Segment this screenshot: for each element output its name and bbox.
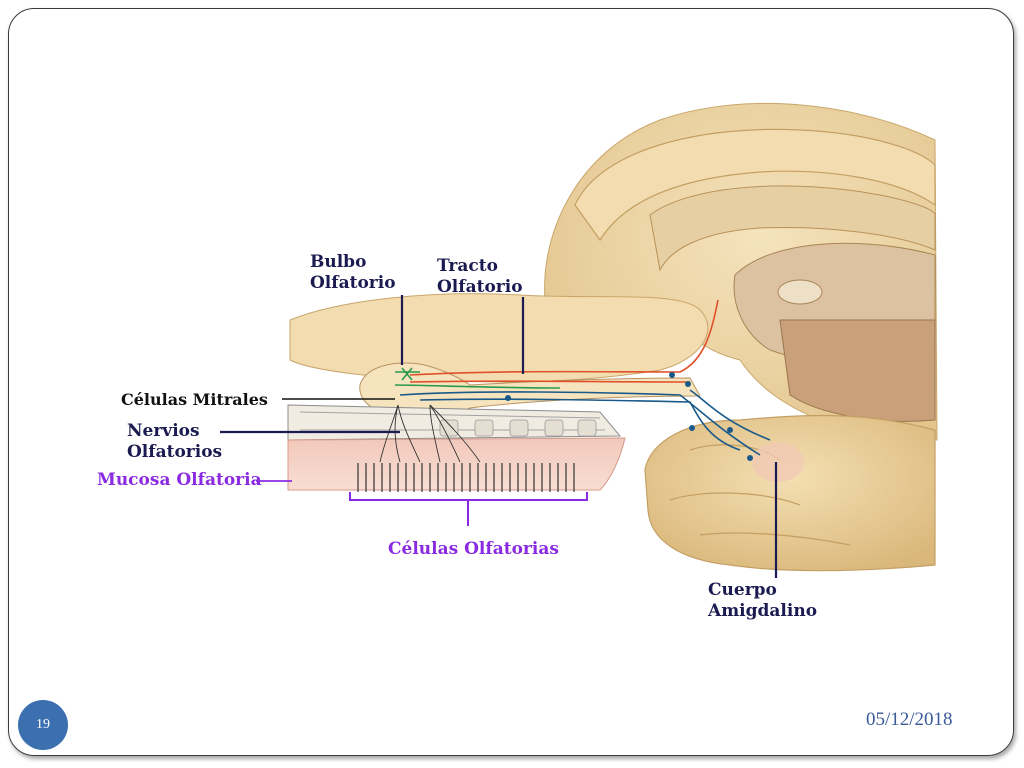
label-cuerpo-amigdalino: Cuerpo Amigdalino: [708, 580, 818, 621]
label-tracto-olfatorio: Tracto Olfatorio: [437, 256, 523, 297]
pathway-nodes: [505, 372, 753, 461]
label-nervios-olfatorios: Nervios Olfatorios: [127, 421, 223, 462]
leader-lines: [220, 295, 778, 578]
label-bulbo-olfatorio: Bulbo Olfatorio: [310, 252, 396, 293]
label-celulas-mitrales: Células Mitrales: [121, 390, 268, 409]
amygdala: [752, 442, 804, 482]
bone-cells: [439, 419, 597, 437]
red-pathway: [409, 299, 719, 383]
frontal-lobe-orbital: [289, 293, 709, 383]
anterior-commissure: [777, 279, 823, 305]
label-mucosa-olfatoria: Mucosa Olfatoria: [97, 470, 262, 490]
page-number-badge: 19: [18, 700, 68, 750]
olfactory-mucosa: [287, 437, 626, 491]
slide-frame: [8, 8, 1014, 756]
corpus-callosum: [649, 185, 936, 272]
slide-date: 05/12/2018: [866, 709, 953, 730]
label-celulas-olfatorias: Células Olfatorias: [388, 539, 559, 559]
olfactory-receptor-cells: [357, 463, 575, 492]
green-pathway: [394, 367, 561, 389]
celulas-bracket: [349, 492, 588, 526]
cingulate-gyrus: [574, 128, 936, 242]
temporal-lobe: [644, 414, 936, 572]
blue-pathway: [399, 389, 771, 456]
